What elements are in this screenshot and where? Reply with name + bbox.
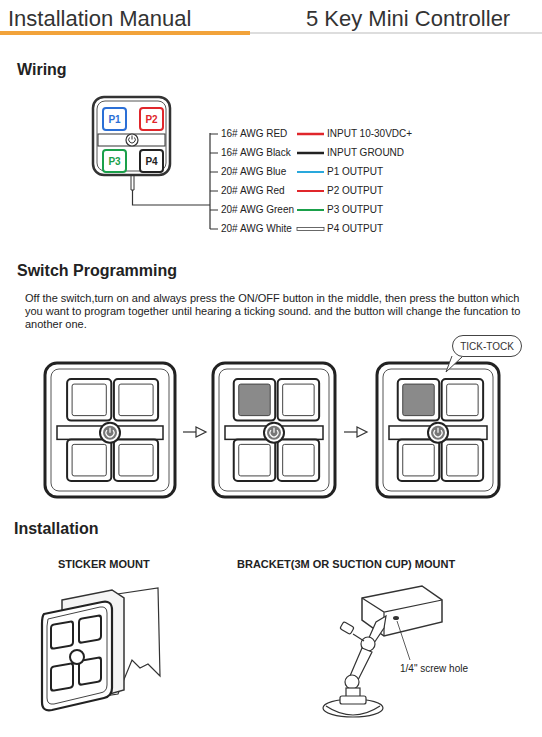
key-label: P3 bbox=[108, 156, 120, 167]
wire-gauge: 20# AWG Blue bbox=[221, 166, 286, 178]
wire-function: P2 OUTPUT bbox=[327, 185, 383, 197]
wire-function: P4 OUTPUT bbox=[327, 223, 383, 235]
controller-figure bbox=[45, 363, 175, 497]
mount-title: STICKER MOUNT bbox=[58, 558, 150, 571]
key-button: P4 bbox=[139, 149, 164, 173]
mount-title: BRACKET(3M OR SUCTION CUP) MOUNT bbox=[237, 558, 455, 571]
callout-label: 1/4" screw hole bbox=[400, 663, 468, 675]
controller-figure bbox=[213, 363, 335, 497]
section-heading: Wiring bbox=[17, 61, 67, 79]
wire-function: INPUT 10-30VDC+ bbox=[327, 128, 412, 140]
page-title: Installation Manual bbox=[8, 6, 191, 31]
key-button: P3 bbox=[102, 149, 127, 173]
sound-text: TICK-TOCK bbox=[460, 341, 514, 352]
wire-function: INPUT GROUND bbox=[327, 147, 404, 159]
section-heading: Installation bbox=[14, 520, 98, 538]
wire-gauge: 20# AWG Red bbox=[221, 185, 285, 197]
wire-gauge: 20# AWG Green bbox=[221, 204, 294, 216]
section-heading: Switch Programming bbox=[17, 262, 177, 280]
wire-function: P1 OUTPUT bbox=[327, 166, 383, 178]
controller-figure bbox=[377, 363, 499, 497]
wire-gauge: 20# AWG White bbox=[221, 223, 292, 235]
key-button: P1 bbox=[102, 107, 127, 131]
key-label: P4 bbox=[145, 156, 157, 167]
wire-gauge: 16# AWG RED bbox=[221, 128, 287, 140]
key-button: P2 bbox=[139, 107, 164, 131]
wire-gauge: 16# AWG Black bbox=[221, 147, 291, 159]
wire-function: P3 OUTPUT bbox=[327, 204, 383, 216]
header-subtitle: 5 Key Mini Controller bbox=[306, 6, 510, 31]
speech-bubble: TICK-TOCK bbox=[452, 335, 522, 357]
instruction-text: Off the switch,turn on and always press … bbox=[25, 292, 535, 331]
key-label: P2 bbox=[145, 114, 157, 125]
key-label: P1 bbox=[108, 114, 120, 125]
